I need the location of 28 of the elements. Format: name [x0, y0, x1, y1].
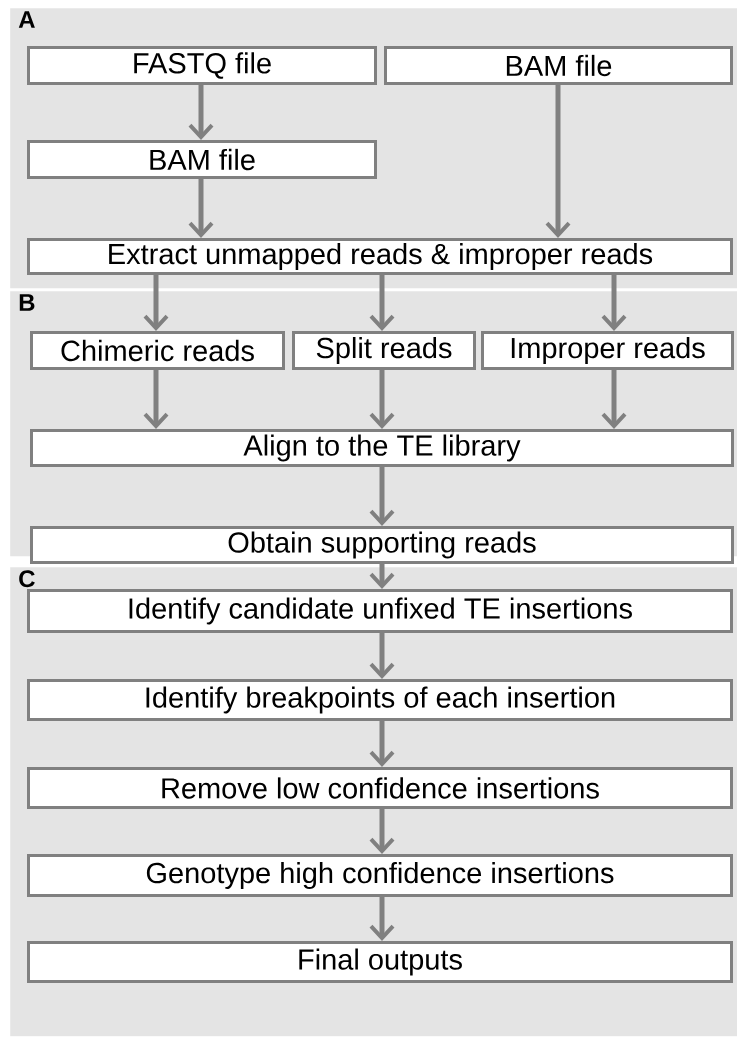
process-box: Chimeric reads: [30, 331, 285, 370]
arrow: [369, 275, 395, 331]
arrow: [369, 809, 395, 854]
process-box: Identify candidate unfixed TE insertions: [27, 589, 733, 633]
arrow: [369, 721, 395, 767]
process-box: Align to the TE library: [30, 429, 734, 467]
process-box: Improper reads: [481, 331, 734, 370]
process-box: FASTQ file: [27, 46, 377, 85]
arrow: [143, 370, 169, 429]
arrow: [369, 370, 395, 429]
arrow: [601, 275, 627, 331]
process-box: Split reads: [292, 331, 476, 370]
arrow: [545, 85, 571, 238]
process-box: Extract unmapped reads & improper reads: [27, 238, 733, 275]
arrow: [369, 467, 395, 526]
arrow: [188, 85, 214, 140]
process-box: Identify breakpoints of each insertion: [27, 679, 733, 721]
process-box: Final outputs: [27, 941, 733, 983]
process-box: Obtain supporting reads: [30, 526, 734, 564]
process-box: BAM file: [27, 140, 377, 179]
process-box: Genotype high confidence insertions: [27, 854, 733, 897]
arrow: [369, 897, 395, 941]
process-box: Remove low confidence insertions: [27, 767, 733, 809]
process-box: BAM file: [384, 46, 733, 85]
arrow: [143, 275, 169, 331]
arrow: [188, 179, 214, 238]
arrow: [601, 370, 627, 429]
arrow: [369, 633, 395, 679]
